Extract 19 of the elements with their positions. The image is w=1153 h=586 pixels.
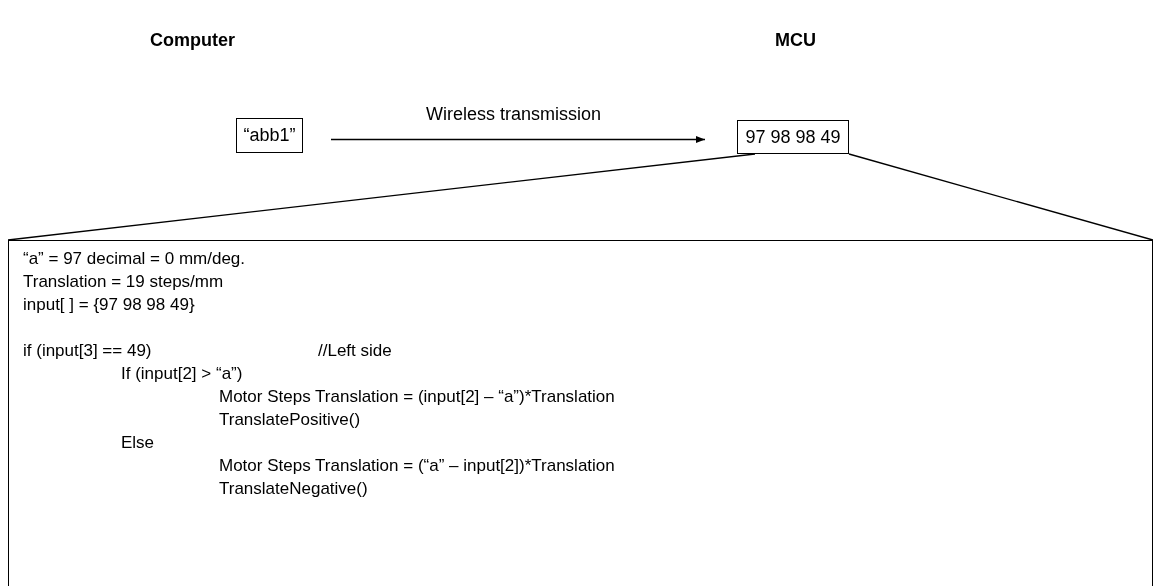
code-line: //Left side — [318, 341, 392, 361]
code-line: Translation = 19 steps/mm — [23, 272, 224, 292]
node-heading: Computer — [150, 30, 235, 51]
value-box: 97 98 98 49 — [737, 120, 849, 154]
code-line: input[ ] = {97 98 98 49} — [23, 295, 195, 315]
arrow — [330, 135, 706, 144]
code-line: Motor Steps Translation = (“a” – input[2])*Translation — [219, 456, 615, 476]
code-line: if (input[3] == 49) — [23, 341, 152, 361]
code-line: TranslateNegative() — [219, 479, 368, 499]
code-line: If (input[2] > “a”) — [121, 364, 243, 384]
code-line: “a” = 97 decimal = 0 mm/deg. — [23, 249, 246, 269]
code-line: Motor Steps Translation = (input[2] – “a”)*Translation — [219, 387, 615, 407]
zoom-line — [7, 153, 756, 241]
value-box: “abb1” — [236, 118, 303, 153]
node-heading: MCU — [775, 30, 816, 51]
zoom-line — [848, 153, 1153, 241]
code-line: TranslatePositive() — [219, 410, 361, 430]
code-line: Else — [121, 433, 155, 453]
code-panel — [8, 240, 1153, 586]
